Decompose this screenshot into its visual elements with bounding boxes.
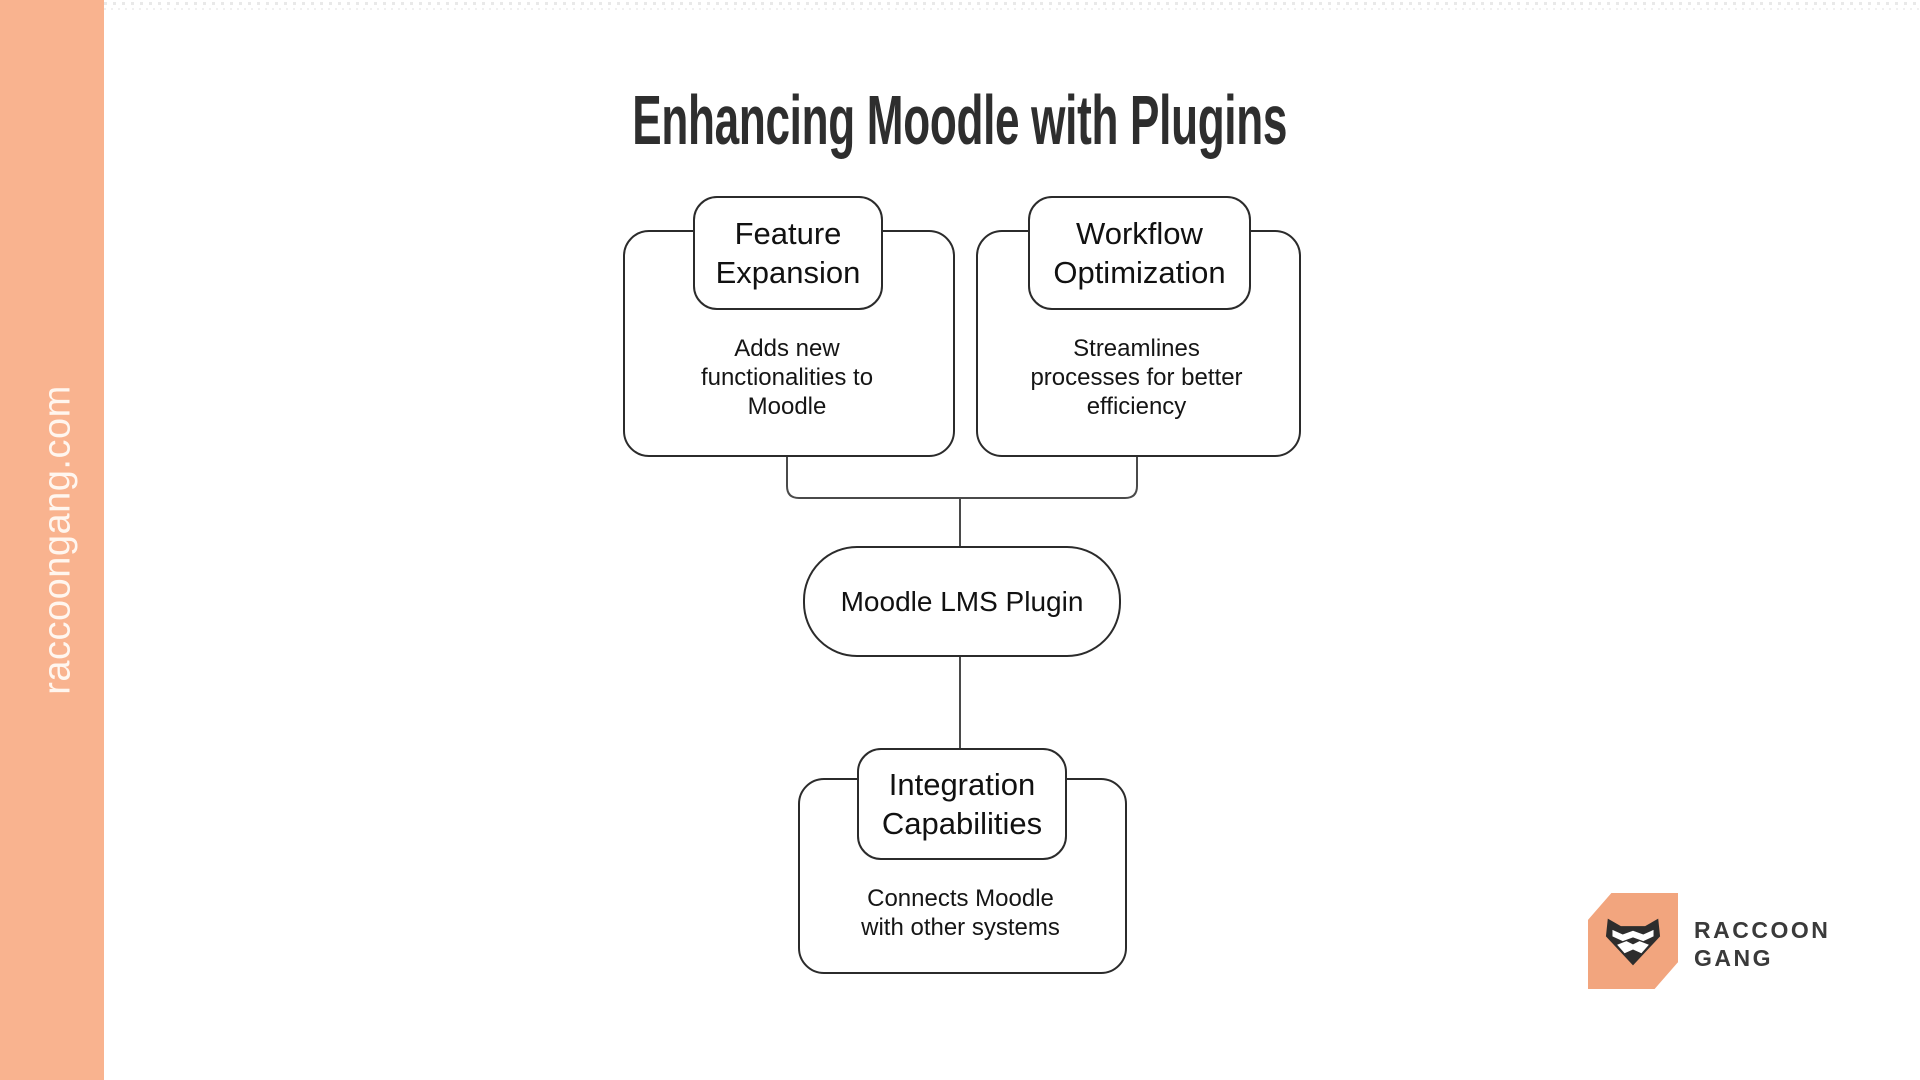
raccoon-gang-logo: RACCOON GANG: [1588, 893, 1908, 993]
connector-merge-bracket: [786, 453, 1138, 499]
raccoon-icon: [1605, 918, 1661, 966]
node-feature-expansion-title-box: Feature Expansion: [693, 196, 883, 310]
brand-sidebar: raccoongang.com: [0, 0, 104, 1080]
node-workflow-optimization-body: Streamlines processes for better efficie…: [1030, 335, 1243, 420]
node-moodle-lms-plugin: Moodle LMS Plugin: [803, 546, 1121, 657]
node-integration-capabilities-body: Connects Moodle with other systems: [861, 885, 1060, 941]
node-moodle-lms-plugin-title: Moodle LMS Plugin: [840, 585, 1084, 617]
node-workflow-optimization-title: Workflow Optimization: [1053, 216, 1226, 290]
page-title: Enhancing Moodle with Plugins: [0, 78, 1920, 162]
top-dashed-texture: [104, 2, 1920, 11]
node-feature-expansion-body: Adds new functionalities to Moodle: [700, 335, 874, 420]
logo-wordmark: RACCOON GANG: [1694, 917, 1831, 971]
node-integration-capabilities-title-box: Integration Capabilities: [857, 748, 1067, 860]
page-title-text: Enhancing Moodle with Plugins: [632, 81, 1288, 159]
node-workflow-optimization-title-box: Workflow Optimization: [1028, 196, 1251, 310]
node-feature-expansion-title: Feature Expansion: [715, 216, 861, 290]
node-integration-capabilities-title: Integration Capabilities: [881, 767, 1043, 841]
